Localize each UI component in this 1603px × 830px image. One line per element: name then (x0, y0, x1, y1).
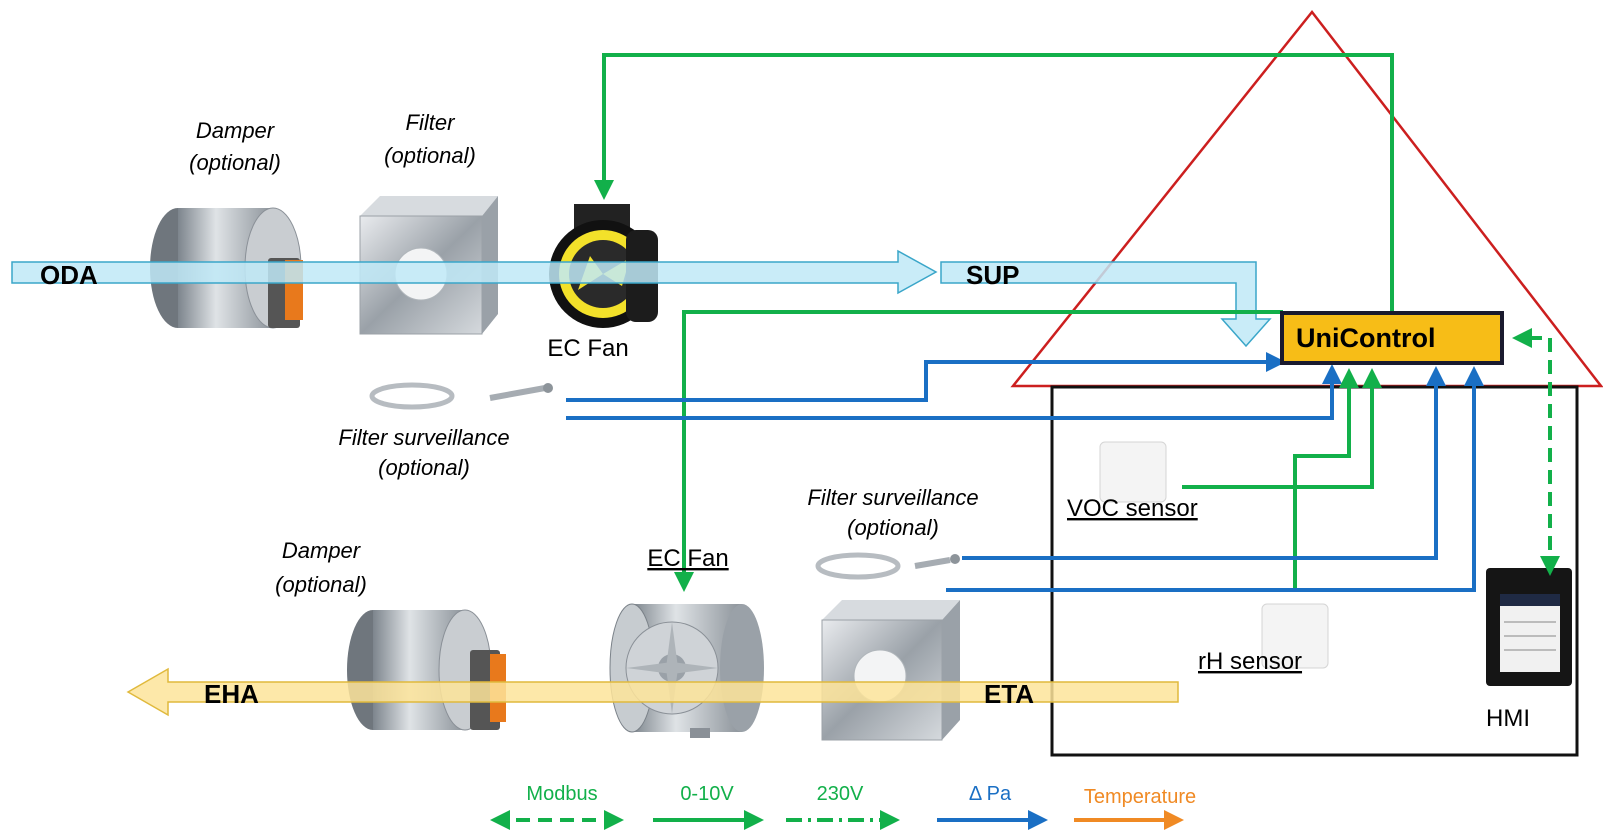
filter-surveillance-top-image (369, 382, 553, 410)
oda-label: ODA (40, 260, 98, 290)
sup-label: SUP (966, 260, 1019, 290)
voc-sensor-0-10v-line (1182, 368, 1382, 489)
rh-sensor-image (1261, 603, 1329, 669)
unicontrol-to-top-fan-0-10v-line (594, 53, 1394, 312)
eha-label: EHA (204, 679, 259, 709)
damper-bottom-label-line1: Damper (282, 538, 362, 563)
filter-surveillance-bottom-label-line1: Filter surveillance (807, 485, 978, 510)
eta-label: ETA (984, 679, 1034, 709)
voc-sensor-label: VOC sensor (1067, 495, 1198, 522)
legend: Modbus 0-10V 230V Δ Pa Temperature (490, 783, 1196, 830)
filter-surveillance-bottom-label-line2: (optional) (847, 515, 939, 540)
legend-dpa-label: Δ Pa (969, 783, 1012, 805)
eta-eha-airflow-arrow (126, 667, 1179, 717)
ec-fan-bottom-image (609, 603, 764, 738)
hmi-label: HMI (1486, 705, 1530, 732)
rh-sensor-0-10v-line (1293, 368, 1359, 592)
legend-temperature-label: Temperature (1084, 786, 1196, 808)
oda-sup-airflow-arrow (11, 249, 938, 295)
rh-sensor-label: rH sensor (1198, 648, 1302, 675)
filter-surveillance-top-label-line1: Filter surveillance (338, 425, 509, 450)
top-filter-surveillance-dpa-line-1 (566, 352, 1286, 402)
voc-sensor-image (1099, 441, 1167, 503)
bottom-filter-surveillance-dpa-line-2 (946, 366, 1484, 592)
unicontrol-to-bottom-fan-0-10v-line (674, 310, 1283, 592)
damper-top-label-line1: Damper (196, 118, 276, 143)
hmi-panel-image (1486, 568, 1572, 686)
ec-fan-top-label: EC Fan (547, 335, 628, 362)
legend-modbus-label: Modbus (526, 783, 597, 805)
legend-0-10v-label: 0-10V (680, 783, 734, 805)
hmi-modbus-dashed-line (1512, 328, 1560, 576)
top-filter-surveillance-dpa-line-2 (566, 364, 1342, 420)
filter-top-label-line2: (optional) (384, 143, 476, 168)
filter-surveillance-top-label-line2: (optional) (378, 455, 470, 480)
unicontrol-label: UniControl (1296, 323, 1435, 353)
ec-fan-bottom-label: EC Fan (647, 545, 728, 572)
house-room-box (1050, 385, 1579, 757)
damper-bottom-label-line2: (optional) (275, 572, 367, 597)
filter-surveillance-bottom-image (815, 552, 960, 580)
filter-bottom-image (821, 600, 960, 741)
damper-top-label-line2: (optional) (189, 150, 281, 175)
unicontrol-controller-box: UniControl (1280, 311, 1504, 365)
filter-top-label-line1: Filter (406, 110, 457, 135)
sup-to-room-airflow-arrow (940, 261, 1272, 348)
damper-bottom-image (347, 609, 506, 731)
bottom-filter-surveillance-dpa-line-1 (962, 366, 1446, 560)
legend-230v-label: 230V (817, 783, 864, 805)
